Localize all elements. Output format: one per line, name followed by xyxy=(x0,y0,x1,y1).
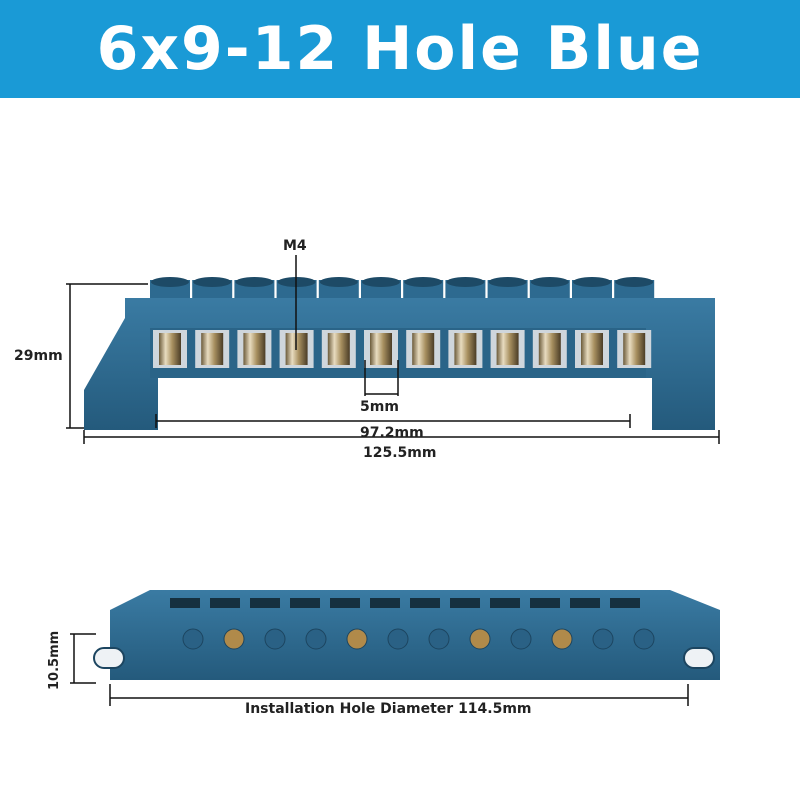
tube-opening xyxy=(362,277,400,287)
top-slot xyxy=(570,598,600,608)
top-slot xyxy=(530,598,560,608)
top-slot xyxy=(290,598,320,608)
front-view-bar xyxy=(84,277,715,430)
hole-5mm-label: 5mm xyxy=(360,399,399,415)
empty-hole xyxy=(592,628,614,650)
top-dimensions xyxy=(70,633,689,706)
top-view-bar xyxy=(93,590,720,680)
length-97mm-label: 97.2mm xyxy=(360,425,424,441)
brass-screw xyxy=(412,333,435,365)
brass-screw xyxy=(201,333,224,365)
brass-screw xyxy=(496,333,519,365)
right-mounting-slot xyxy=(683,647,715,669)
top-slot xyxy=(170,598,200,608)
tube-opening xyxy=(488,277,527,287)
brass-screw xyxy=(581,333,603,365)
brass-insert-hole xyxy=(223,628,245,650)
brass-insert-hole xyxy=(346,628,368,650)
empty-hole xyxy=(510,628,532,650)
brass-screw xyxy=(370,333,392,365)
length-125mm-label: 125.5mm xyxy=(363,445,436,461)
banner-title: 6x9-12 Hole Blue xyxy=(96,14,704,84)
top-slots xyxy=(170,598,640,608)
top-slot xyxy=(490,598,520,608)
tube-opening xyxy=(404,277,443,287)
empty-hole xyxy=(305,628,327,650)
installation-hole-label: Installation Hole Diameter 114.5mm xyxy=(245,701,532,717)
brass-screw xyxy=(623,333,646,365)
top-slot xyxy=(210,598,240,608)
left-mounting-slot xyxy=(93,647,125,669)
brass-screw xyxy=(159,333,181,365)
tube-opening xyxy=(193,277,232,287)
top-body xyxy=(110,590,720,680)
title-banner: 6x9-12 Hole Blue xyxy=(0,0,800,98)
tube-opening xyxy=(235,277,274,287)
top-slot xyxy=(330,598,360,608)
tube-opening xyxy=(319,277,358,287)
height-10mm-label: 10.5mm xyxy=(47,631,62,690)
brass-screw xyxy=(327,333,350,365)
top-slot xyxy=(370,598,400,608)
tube-opening xyxy=(446,277,485,287)
m4-label: M4 xyxy=(283,238,307,254)
tube-opening xyxy=(573,277,611,287)
empty-hole xyxy=(387,628,409,650)
top-slot xyxy=(450,598,480,608)
brass-insert-hole xyxy=(551,628,573,650)
top-slot xyxy=(610,598,640,608)
empty-hole xyxy=(428,628,450,650)
top-slot xyxy=(410,598,440,608)
height-29mm-label: 29mm xyxy=(14,348,63,364)
bottom-holes xyxy=(182,628,655,650)
tube-opening xyxy=(151,277,189,287)
top-slot xyxy=(250,598,280,608)
brass-screw xyxy=(243,333,266,365)
empty-hole xyxy=(264,628,286,650)
front-dimensions xyxy=(66,255,720,444)
brass-screw xyxy=(538,333,561,365)
tube-opening xyxy=(530,277,569,287)
brass-insert-hole xyxy=(469,628,491,650)
terminal-holes xyxy=(153,330,652,368)
tube-opening xyxy=(615,277,654,287)
brass-screw xyxy=(454,333,477,365)
empty-hole xyxy=(182,628,204,650)
empty-hole xyxy=(633,628,655,650)
